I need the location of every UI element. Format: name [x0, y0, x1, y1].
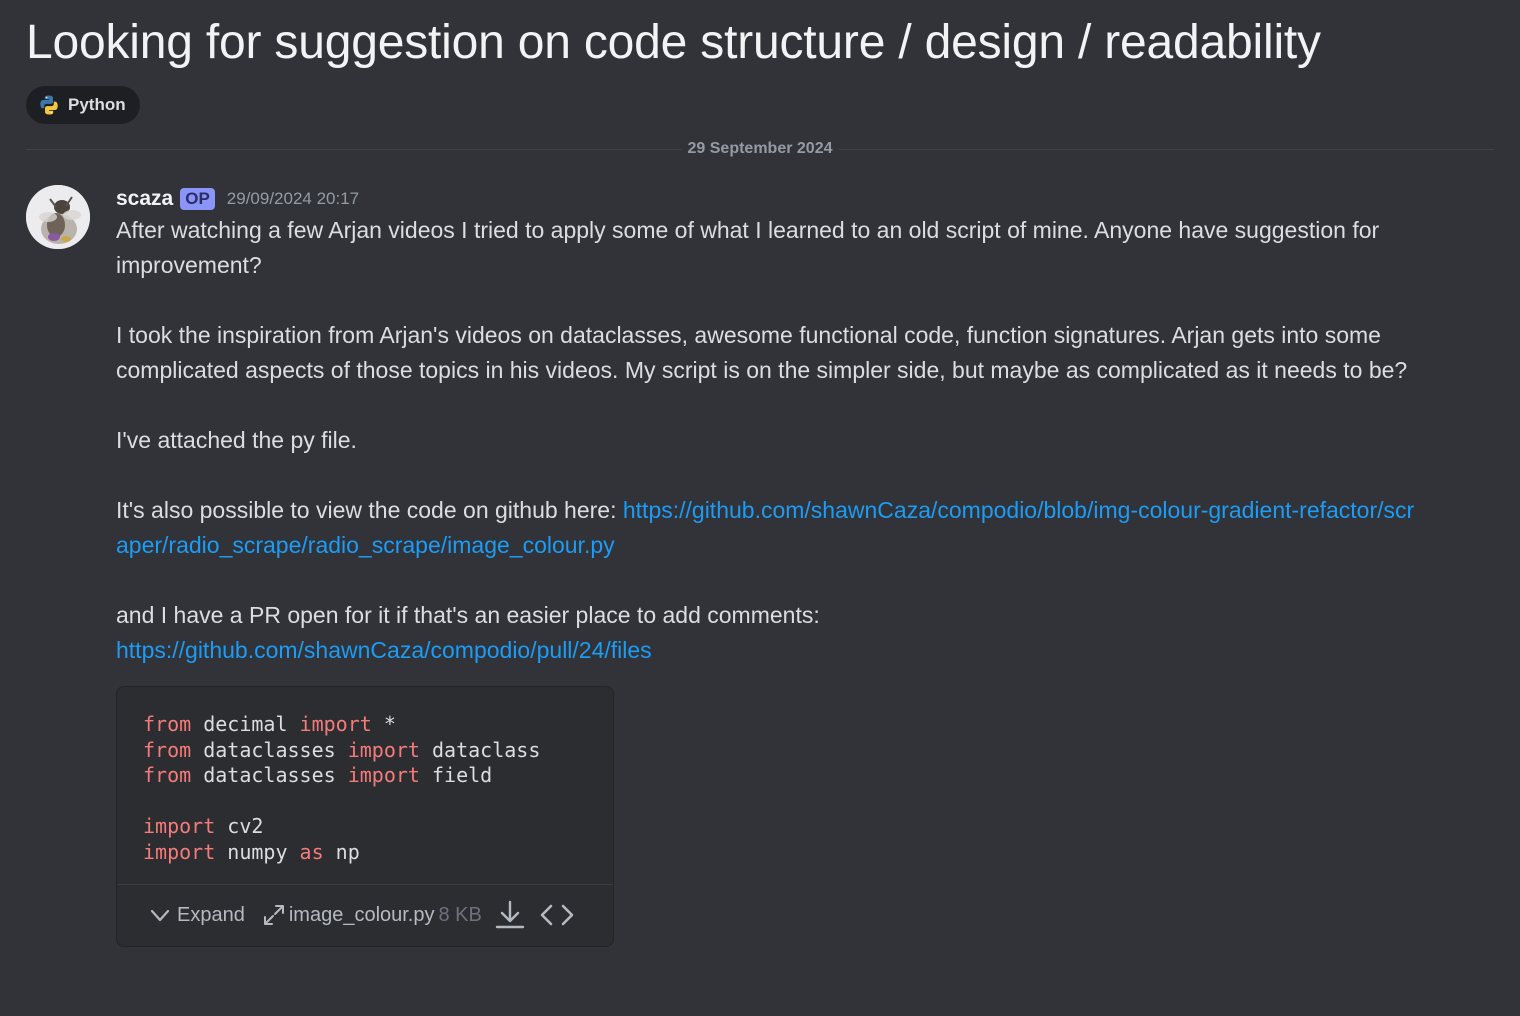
tag-python[interactable]: Python: [26, 86, 140, 124]
code-line: import cv2: [143, 814, 264, 839]
expand-arrows-icon: [263, 904, 285, 926]
python-icon: [38, 94, 60, 116]
chevron-down-icon: [149, 904, 171, 926]
open-file-button[interactable]: image_colour.py: [263, 904, 435, 927]
code-icon: [538, 899, 576, 931]
op-badge: OP: [180, 188, 215, 210]
message: scaza OP 29/09/2024 20:17 After watching…: [26, 185, 1494, 947]
file-name: image_colour.py: [288, 903, 435, 926]
file-size: 8 KB: [438, 903, 482, 926]
timestamp: 29/09/2024 20:17: [226, 189, 360, 208]
github-pr-link[interactable]: https://github.com/shawnCaza/compodio/pu…: [116, 637, 652, 663]
date-divider: 29 September 2024: [26, 139, 1494, 159]
code-line: from dataclasses import field: [143, 763, 493, 788]
code-line: from decimal import *: [143, 712, 396, 736]
message-header: scaza OP 29/09/2024 20:17: [116, 185, 1494, 213]
code-line: import numpy as np: [143, 839, 360, 864]
view-code-button[interactable]: [538, 899, 576, 931]
thread-tags: Python: [26, 86, 1494, 124]
thread-title: Looking for suggestion on code structure…: [26, 16, 1321, 69]
attachment-footer: Expand image_colour.py 8 KB: [117, 883, 613, 946]
message-paragraph: I took the inspiration from Arjan's vide…: [116, 322, 1408, 383]
code-line: from dataclasses import dataclass: [143, 737, 541, 762]
code-preview: from decimal import * from dataclasses i…: [117, 687, 613, 884]
github-file-link[interactable]: https://github.com/shawnCaza/compodio/bl…: [116, 497, 1415, 558]
tag-label: Python: [68, 95, 126, 114]
username[interactable]: scaza: [116, 187, 174, 210]
message-paragraph: I've attached the py file.: [116, 427, 357, 453]
download-icon: [494, 899, 526, 931]
paragraph-text: and I have a PR open for it if that's an…: [116, 602, 820, 628]
message-body: After watching a few Arjan videos I trie…: [116, 213, 1426, 668]
expand-button[interactable]: Expand: [149, 904, 245, 927]
message-paragraph: It's also possible to view the code on g…: [116, 493, 1426, 563]
download-button[interactable]: [494, 899, 526, 931]
code-attachment: from decimal import * from dataclasses i…: [116, 686, 614, 947]
expand-label: Expand: [177, 903, 245, 926]
paragraph-text: It's also possible to view the code on g…: [116, 497, 623, 523]
divider-date: 29 September 2024: [681, 139, 839, 159]
message-paragraph: After watching a few Arjan videos I trie…: [116, 217, 1380, 278]
avatar[interactable]: [26, 185, 90, 249]
message-paragraph: and I have a PR open for it if that's an…: [116, 598, 1426, 668]
